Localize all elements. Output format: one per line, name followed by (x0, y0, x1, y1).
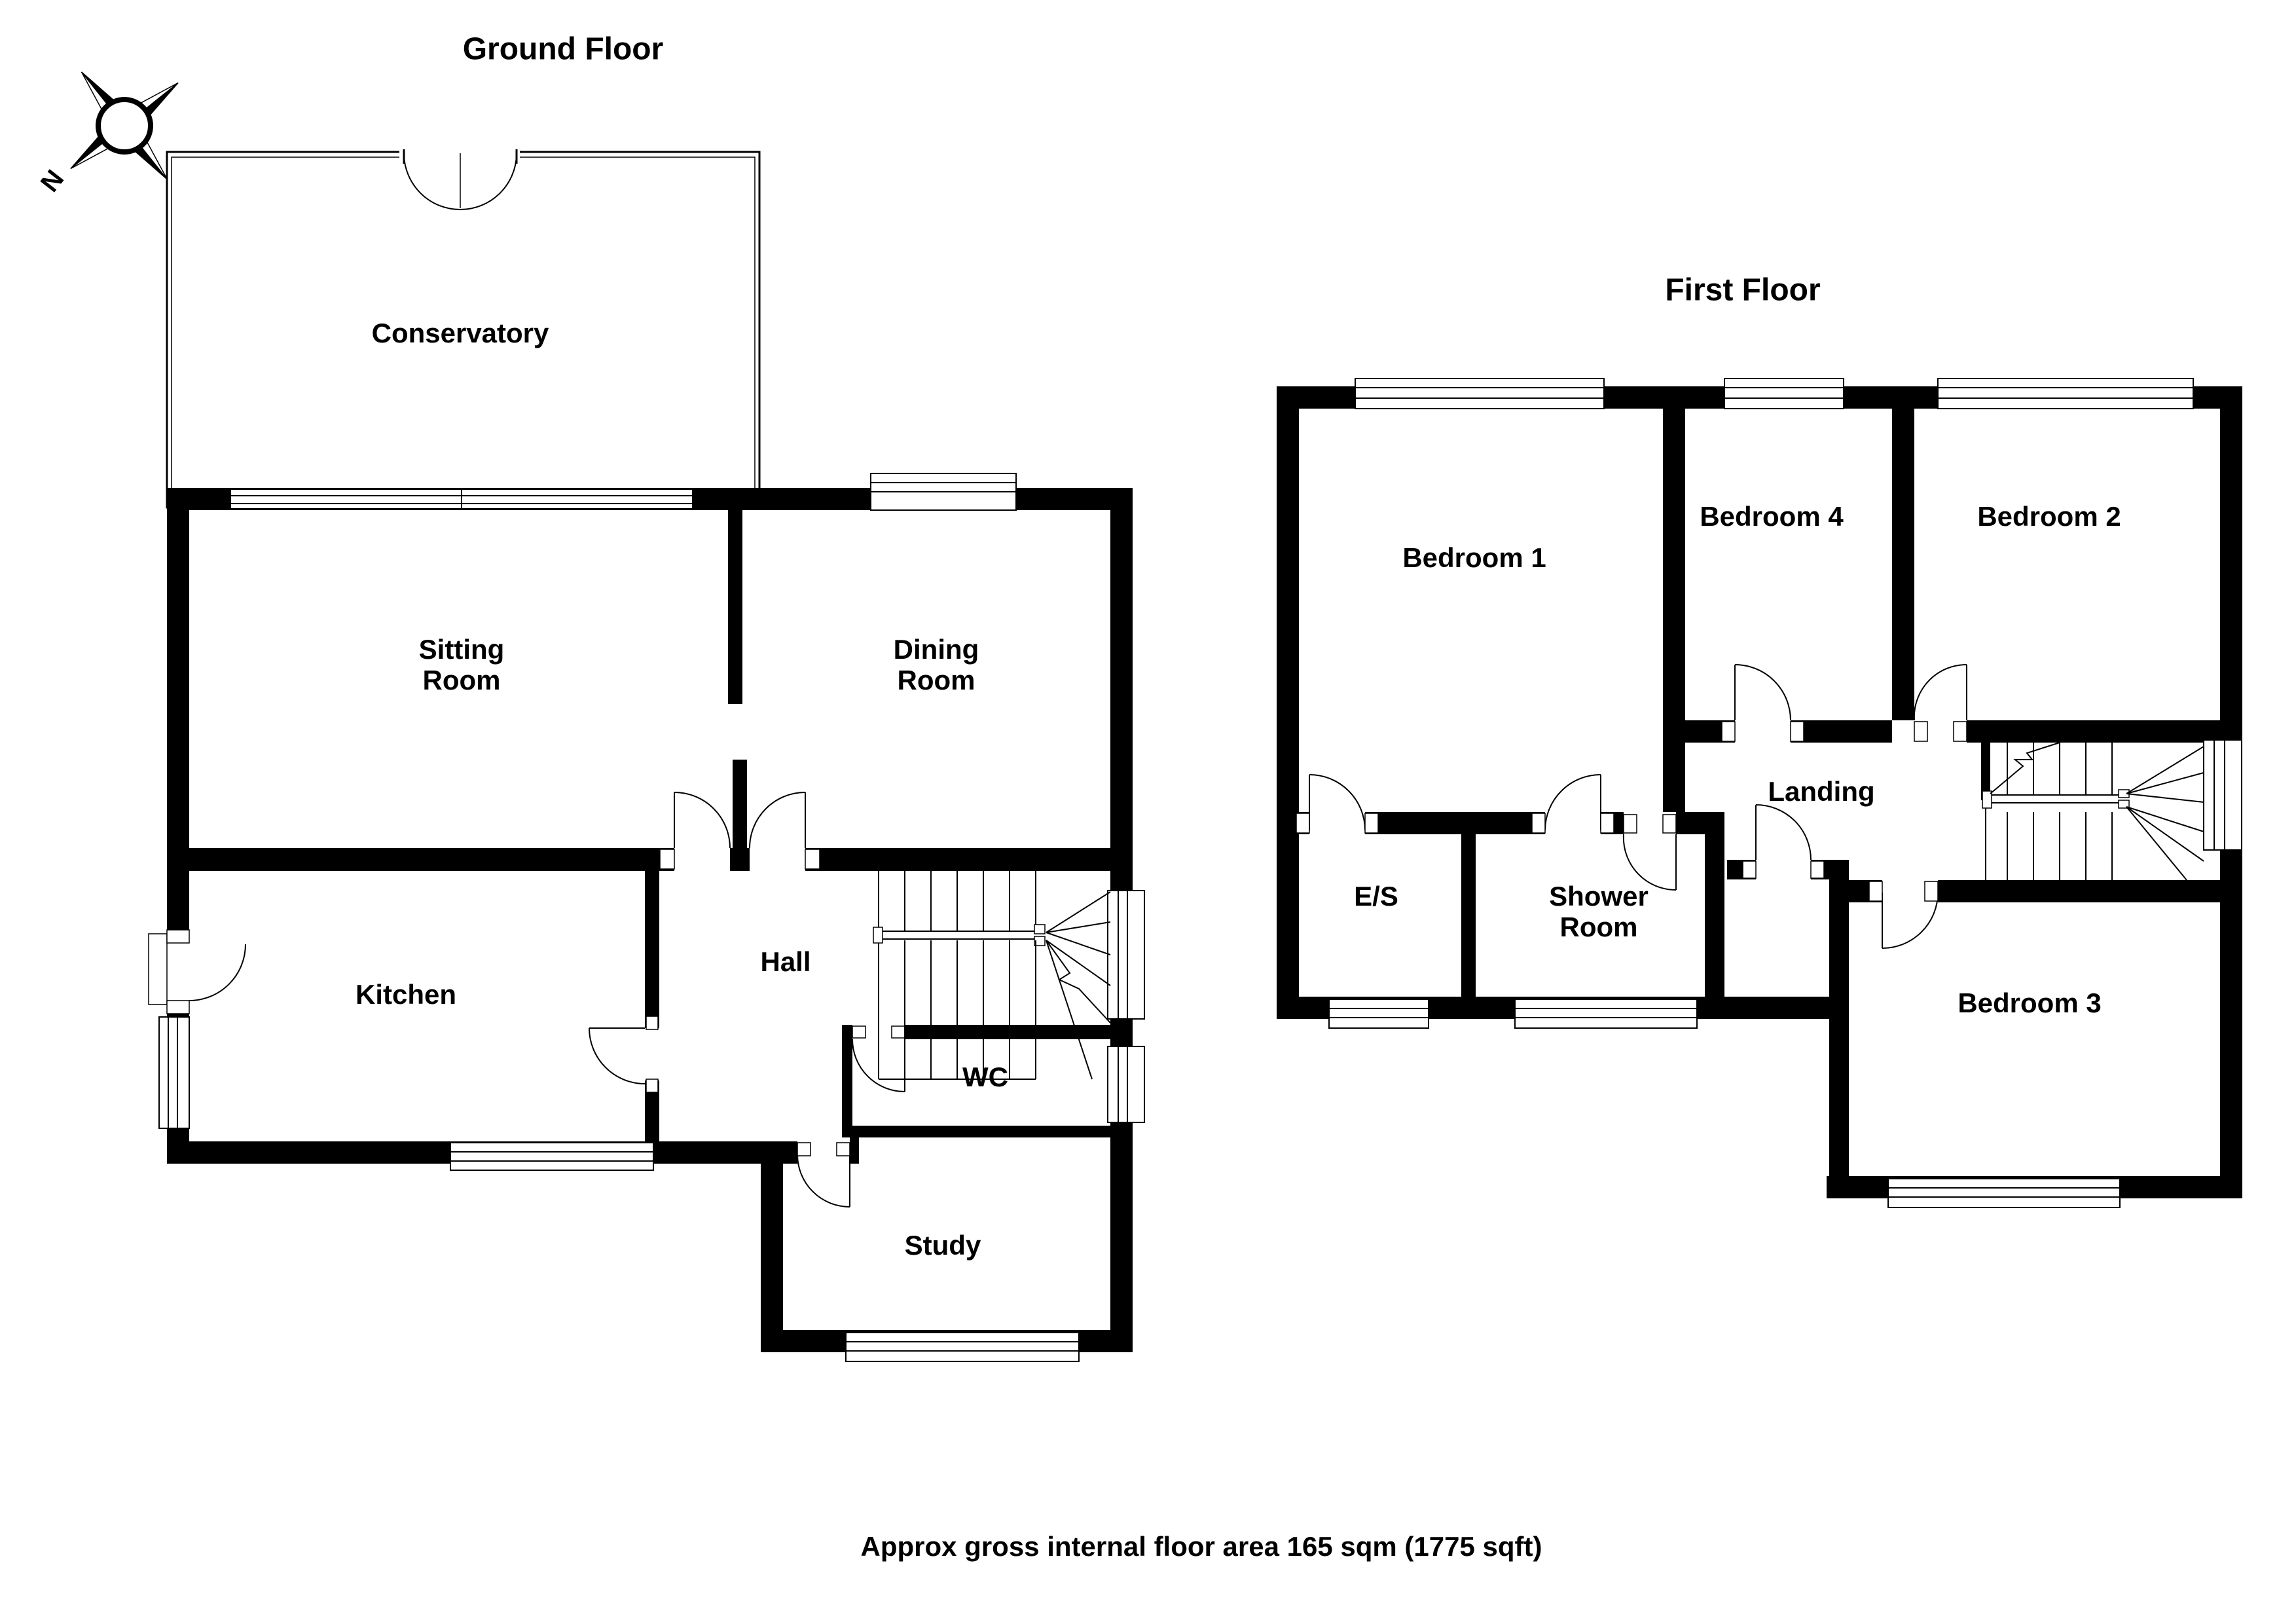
room-label-kitchen: Kitchen (355, 979, 456, 1010)
room-label-wc: WC (962, 1061, 1008, 1092)
es-door (1296, 774, 1379, 834)
first-doors (1296, 663, 1967, 949)
stair-window-first (2203, 739, 2242, 851)
dining-room-window (870, 473, 1017, 511)
room-label-study: Study (905, 1230, 981, 1261)
first-interior-walls (1277, 409, 2220, 1198)
bedroom4-door (1721, 664, 1804, 742)
first-floor-title: First Floor (1665, 273, 1820, 308)
bedroom3-door (1868, 881, 1939, 949)
room-label-landing: Landing (1768, 776, 1874, 807)
room-label-es: E/S (1354, 881, 1398, 912)
room-label-bedroom3: Bedroom 3 (1958, 987, 2101, 1018)
room-label-bedroom2: Bedroom 2 (1977, 501, 2121, 532)
room-label-sitting-line2: Room (423, 665, 501, 695)
ground-windows (158, 473, 1145, 1362)
first-windows (1328, 378, 2242, 1208)
study-door (797, 1142, 850, 1208)
shower-room-door (1622, 814, 1677, 891)
shower-room-window (1514, 999, 1698, 1029)
room-label-shower-line1: Shower (1549, 881, 1649, 912)
dining-room-door (749, 792, 820, 870)
room-label-dining-line1: Dining (894, 634, 979, 665)
sitting-room-door (659, 792, 731, 870)
bedroom2-window (1937, 378, 2194, 409)
bedroom1-window (1355, 378, 1605, 409)
ground-interior-walls (167, 510, 1110, 1141)
floor-area-caption: Approx gross internal floor area 165 sqm… (861, 1531, 1542, 1562)
kitchen-external-door (148, 929, 246, 1014)
stair-window-ground (1107, 890, 1145, 1020)
compass-north-label: N (35, 165, 69, 198)
room-label-conservatory: Conservatory (372, 318, 549, 348)
wc-window (1107, 1046, 1145, 1123)
ground-floor-title: Ground Floor (463, 32, 664, 67)
room-label-dining-line2: Room (898, 665, 975, 695)
conservatory-walls (166, 147, 761, 509)
room-label-shower-line2: Room (1560, 912, 1638, 942)
kitchen-bottom-window (450, 1142, 654, 1171)
kitchen-hall-door (589, 1016, 659, 1093)
ground-doors (148, 792, 905, 1208)
ground-floor-plan: Conservatory Sitting Room Dining Room Ki… (148, 147, 1145, 1362)
room-label-bedroom4: Bedroom 4 (1700, 501, 1844, 532)
bedroom3-window (1887, 1178, 2121, 1208)
ground-staircase (873, 871, 1111, 1080)
conservatory-double-door (403, 149, 518, 210)
bedroom1-door (1531, 774, 1614, 834)
landing-cupboard-door (1742, 804, 1825, 879)
compass-icon: N (35, 71, 179, 198)
room-label-sitting-line1: Sitting (419, 634, 505, 665)
kitchen-side-window (158, 1016, 190, 1129)
bedroom4-window (1724, 378, 1844, 409)
first-staircase (1982, 742, 2204, 881)
study-window (845, 1332, 1080, 1362)
room-label-bedroom1: Bedroom 1 (1402, 542, 1546, 573)
bedroom2-door (1913, 663, 1967, 742)
sitting-room-window (230, 489, 693, 509)
room-label-hall: Hall (760, 946, 811, 977)
es-window (1328, 999, 1429, 1029)
first-floor-plan: Bedroom 1 Bedroom 4 Bedroom 2 Landing E/… (1277, 378, 2242, 1208)
